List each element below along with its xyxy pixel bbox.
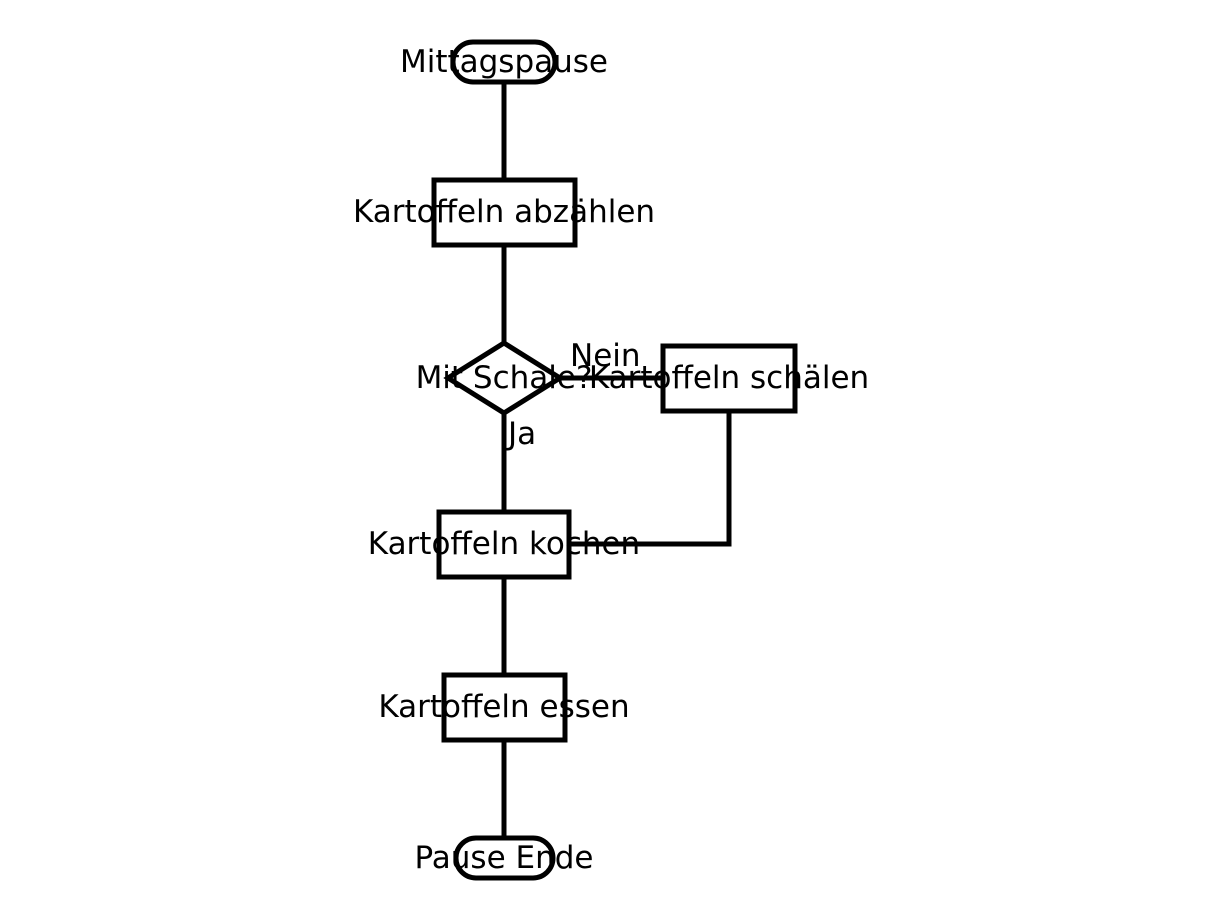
node-start: Mittagspause xyxy=(400,39,608,85)
process-shape xyxy=(441,672,568,743)
process-shape xyxy=(436,509,572,580)
node-label: Pause Ende xyxy=(414,840,593,876)
node-eat: Kartoffeln essen xyxy=(378,672,630,743)
node-peel: Kartoffeln schälen xyxy=(589,343,869,414)
edge-peel-to-cook xyxy=(569,411,732,547)
node-label: Kartoffeln schälen xyxy=(589,360,869,396)
node-count: Kartoffeln abzählen xyxy=(353,177,655,248)
connectors xyxy=(501,82,732,838)
process-shape xyxy=(660,343,798,414)
decision-shape xyxy=(443,340,565,416)
node-decision: Mit Schale? xyxy=(416,340,593,416)
terminal-shape xyxy=(453,835,556,881)
process-shape xyxy=(431,177,578,248)
terminal-shape xyxy=(450,39,558,85)
edge-label-yes: Ja xyxy=(506,416,536,452)
node-label: Mit Schale? xyxy=(416,360,593,396)
node-label: Mittagspause xyxy=(400,44,608,80)
node-cook: Kartoffeln kochen xyxy=(368,509,640,580)
node-end: Pause Ende xyxy=(414,835,594,881)
node-label: Kartoffeln essen xyxy=(378,689,629,725)
node-label: Kartoffeln abzählen xyxy=(353,194,655,230)
node-label: Kartoffeln kochen xyxy=(368,526,640,562)
edge-label-no: Nein xyxy=(570,338,641,374)
